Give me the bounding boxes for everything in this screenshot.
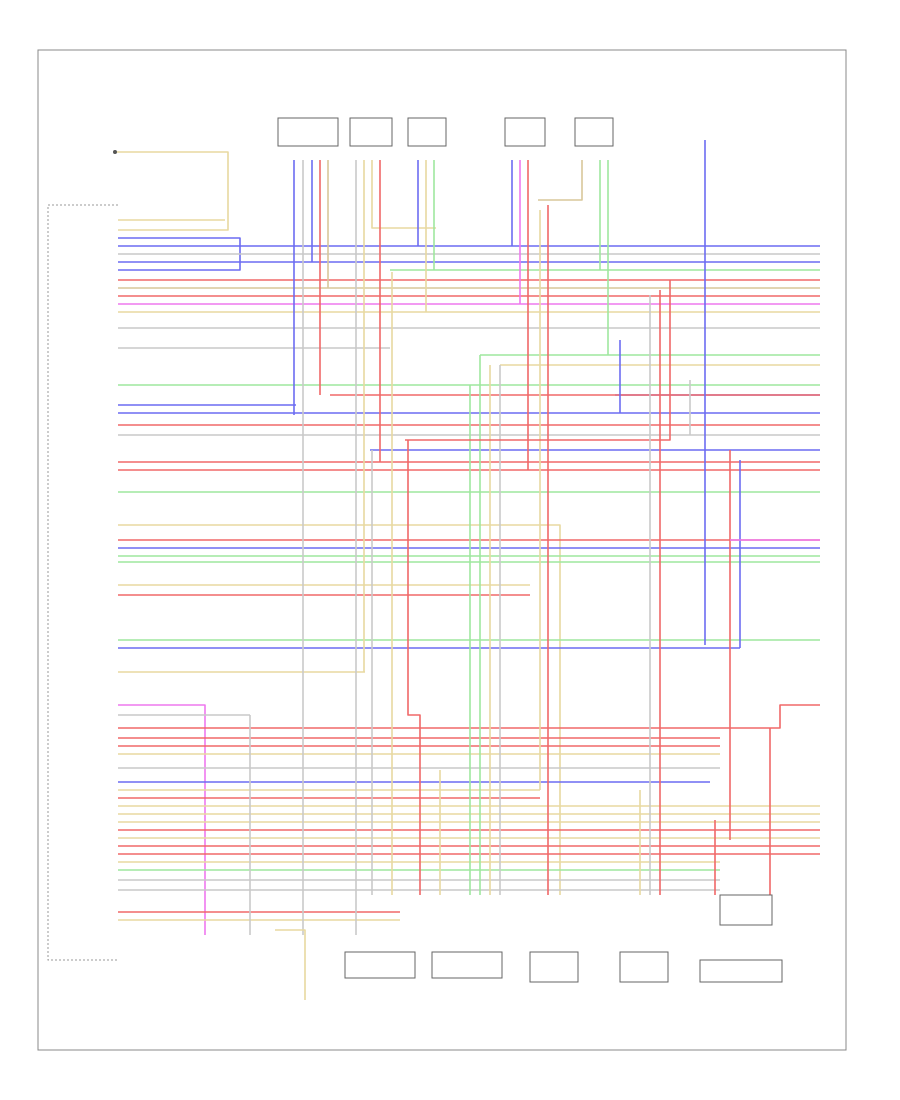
top-component (407, 117, 447, 147)
bottom-components (344, 894, 783, 983)
top-component (574, 117, 614, 147)
diagram-frame (37, 49, 847, 1051)
wire-vertical (538, 160, 583, 201)
wire-vertical (275, 929, 306, 1000)
wire-vertical (371, 160, 436, 229)
bottom-component (344, 951, 416, 979)
wire-pin (118, 704, 206, 935)
bottom-component (619, 951, 669, 983)
top-component (349, 117, 393, 147)
wire-pin (118, 704, 820, 729)
bottom-component (431, 951, 503, 979)
control-module-outline (47, 204, 118, 961)
wires (113, 140, 820, 1000)
wire-pin (118, 524, 561, 895)
bottom-component (719, 894, 773, 926)
splice-point (113, 150, 117, 154)
top-component (504, 117, 546, 147)
bottom-component (529, 951, 579, 983)
wire-vertical (405, 280, 671, 441)
wire-top-left-feed (115, 151, 229, 231)
bottom-component (699, 959, 783, 983)
top-component (277, 117, 339, 147)
top-components (277, 117, 614, 147)
wire-vertical (407, 440, 421, 895)
